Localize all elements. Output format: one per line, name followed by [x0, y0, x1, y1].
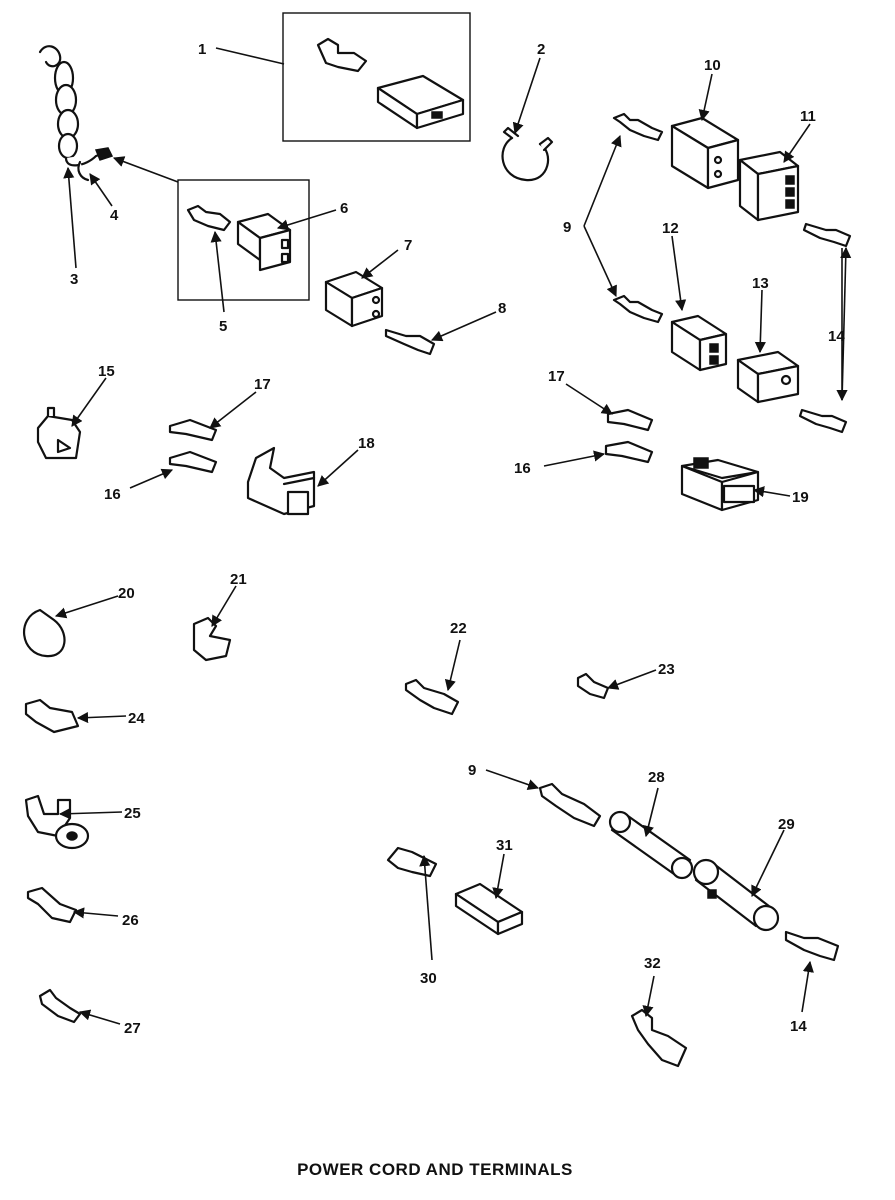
- part-21-clamp: [192, 616, 232, 662]
- part-6-housing: [236, 212, 292, 272]
- part-28-insulator: [608, 810, 694, 880]
- part-31-housing: [454, 882, 524, 936]
- callout-10: 10: [704, 57, 721, 74]
- part-32-terminal: [630, 1008, 688, 1068]
- part-14-pin-top: [802, 222, 852, 248]
- kit-box-5-6: [177, 179, 310, 301]
- part-7-connector: [324, 270, 384, 328]
- part-3-power-cord: [38, 45, 114, 182]
- callout-30: 30: [420, 970, 437, 987]
- callout-2: 2: [537, 41, 545, 58]
- part-5-terminal: [186, 204, 232, 232]
- callout-16a: 16: [104, 486, 121, 503]
- part-20-clip: [23, 608, 66, 658]
- part-26-terminal: [26, 886, 78, 924]
- callout-14b: 14: [790, 1018, 807, 1035]
- part-18-housing: [246, 446, 316, 516]
- part-17-terminal-right: [606, 408, 654, 432]
- callout-14a: 14: [828, 328, 845, 345]
- callout-13: 13: [752, 275, 769, 292]
- callout-32: 32: [644, 955, 661, 972]
- callout-3: 3: [70, 271, 78, 288]
- callout-7: 7: [404, 237, 412, 254]
- part-1-terminal-kit: [316, 37, 465, 130]
- callout-4: 4: [110, 207, 119, 224]
- part-27-terminal: [38, 988, 82, 1024]
- callout-18: 18: [358, 435, 375, 452]
- part-23-terminal: [576, 672, 610, 700]
- callout-25: 25: [124, 805, 141, 822]
- callout-8: 8: [498, 300, 506, 317]
- callout-17b: 17: [548, 368, 565, 385]
- callout-20: 20: [118, 585, 135, 602]
- part-16-terminal-right: [604, 440, 654, 464]
- part-14-pin-bottom: [784, 930, 840, 962]
- callout-19: 19: [792, 489, 809, 506]
- leader-lines: [54, 47, 852, 1025]
- part-2-clamp: [501, 126, 554, 182]
- callout-9a: 9: [563, 219, 571, 236]
- callout-27: 27: [124, 1020, 141, 1037]
- part-19-housing: [680, 457, 760, 512]
- part-9-terminal-lower: [612, 294, 664, 324]
- callout-12: 12: [662, 220, 679, 237]
- callout-29: 29: [778, 816, 795, 833]
- callout-26: 26: [122, 912, 139, 929]
- callout-24: 24: [128, 710, 145, 727]
- part-14-pin-lower: [798, 408, 848, 434]
- callout-22: 22: [450, 620, 467, 637]
- part-8-pin: [384, 328, 436, 356]
- part-29-insulator: [692, 858, 780, 932]
- part-15-bracket: [36, 406, 82, 460]
- callout-11: 11: [800, 108, 816, 125]
- callout-23: 23: [658, 661, 675, 678]
- part-9-terminal-top: [612, 112, 664, 142]
- callout-5: 5: [219, 318, 227, 335]
- part-22-terminal: [404, 678, 460, 716]
- part-17-terminal-left: [168, 418, 218, 442]
- part-16-terminal-left: [168, 450, 218, 474]
- callout-6: 6: [340, 200, 348, 217]
- part-12-housing: [670, 314, 728, 372]
- callout-16b: 16: [514, 460, 531, 477]
- callout-31: 31: [496, 837, 513, 854]
- part-24-terminal: [24, 698, 80, 734]
- callout-28: 28: [648, 769, 665, 786]
- part-11-housing: [738, 150, 800, 222]
- part-25-ring-terminal: [24, 794, 90, 850]
- part-13-housing: [736, 350, 800, 404]
- part-9-terminal-bottom: [538, 782, 602, 828]
- callout-1: 1: [198, 41, 206, 58]
- kit-box-1: [282, 12, 471, 142]
- diagram-title: POWER CORD AND TERMINALS: [297, 1160, 573, 1179]
- part-30-terminal: [386, 846, 438, 878]
- callout-15: 15: [98, 363, 115, 380]
- callout-17a: 17: [254, 376, 271, 393]
- part-10-housing: [670, 116, 740, 190]
- callout-21: 21: [230, 571, 247, 588]
- callout-9b: 9: [468, 762, 476, 779]
